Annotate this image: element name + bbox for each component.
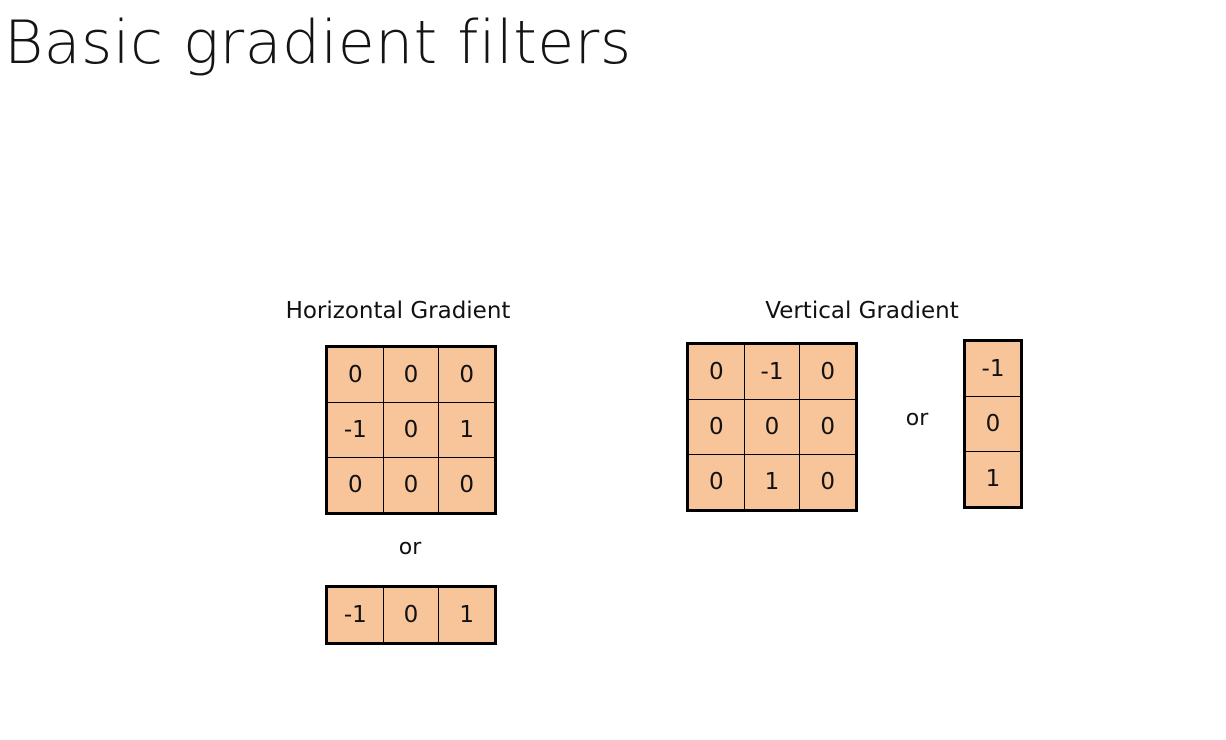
- vertical-column-vector: -1 0 1: [963, 339, 1023, 509]
- vertical-matrix-cell-r1c1: 0: [744, 400, 800, 454]
- vertical-gradient-label: Vertical Gradient: [765, 298, 959, 324]
- horizontal-matrix-cell-r1c2: 1: [439, 403, 494, 457]
- slide-title: Basic gradient filters: [4, 8, 632, 78]
- vertical-matrix-cell-r2c0: 0: [689, 455, 744, 509]
- horizontal-matrix-cell-r1c0: -1: [328, 403, 383, 457]
- horizontal-row-vector: -1 0 1: [325, 585, 497, 645]
- horizontal-matrix-cell-r2c2: 0: [439, 458, 494, 512]
- horizontal-matrix-cell-r2c1: 0: [383, 458, 439, 512]
- vertical-matrix-cell-r2c1: 1: [744, 455, 800, 509]
- vertical-matrix-cell-r2c2: 0: [800, 455, 855, 509]
- vertical-vector-cell-0: -1: [966, 342, 1020, 396]
- horizontal-gradient-label: Horizontal Gradient: [285, 298, 511, 324]
- horizontal-vector-cell-1: 0: [383, 588, 439, 642]
- vertical-or-label: or: [905, 406, 929, 431]
- horizontal-matrix-cell-r2c0: 0: [328, 458, 383, 512]
- horizontal-gradient-matrix: 0 0 0 -1 0 1 0 0 0: [325, 345, 497, 515]
- horizontal-vector-cell-0: -1: [328, 588, 383, 642]
- horizontal-matrix-cell-r0c2: 0: [439, 348, 494, 402]
- horizontal-matrix-cell-r0c0: 0: [328, 348, 383, 402]
- horizontal-matrix-cell-r0c1: 0: [383, 348, 439, 402]
- vertical-vector-cell-1: 0: [966, 397, 1020, 451]
- vertical-matrix-cell-r0c0: 0: [689, 345, 744, 399]
- horizontal-or-label: or: [398, 535, 422, 560]
- vertical-matrix-cell-r0c2: 0: [800, 345, 855, 399]
- vertical-matrix-cell-r1c2: 0: [800, 400, 855, 454]
- vertical-vector-cell-2: 1: [966, 452, 1020, 506]
- horizontal-vector-cell-2: 1: [439, 588, 494, 642]
- vertical-matrix-cell-r1c0: 0: [689, 400, 744, 454]
- horizontal-matrix-cell-r1c1: 0: [383, 403, 439, 457]
- vertical-matrix-cell-r0c1: -1: [744, 345, 800, 399]
- vertical-gradient-matrix: 0 -1 0 0 0 0 0 1 0: [686, 342, 858, 512]
